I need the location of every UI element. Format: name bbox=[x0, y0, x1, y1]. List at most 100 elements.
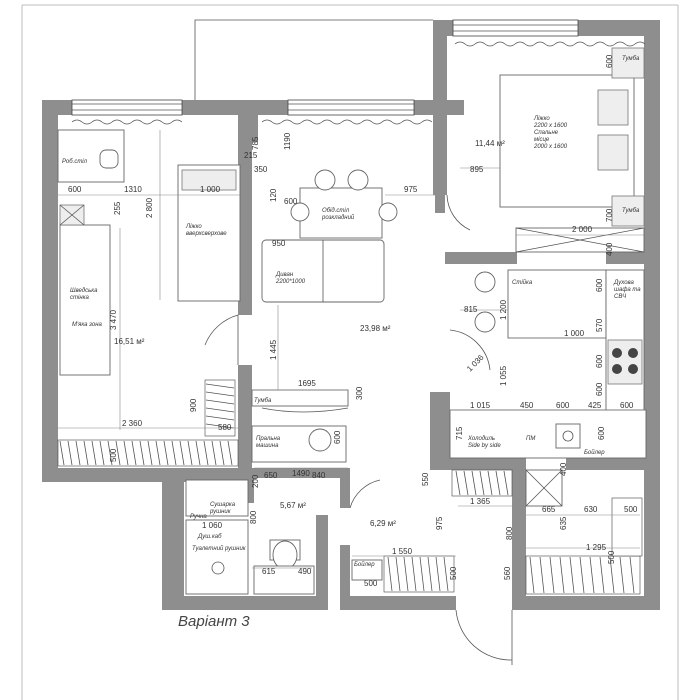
dimension-label: 840 bbox=[312, 471, 326, 480]
plan-caption: Варіант 3 bbox=[178, 613, 250, 630]
bedroom-furniture bbox=[499, 47, 645, 253]
dimension-label: 1 015 bbox=[470, 401, 491, 410]
bathroom-furniture bbox=[185, 425, 563, 595]
curtains bbox=[71, 41, 646, 125]
dimension-label: 490 bbox=[298, 567, 312, 576]
dimension-label: 975 bbox=[435, 516, 444, 530]
dimension-label: 2 000 bbox=[572, 225, 593, 234]
dimension-label: 2 360 bbox=[122, 419, 143, 428]
label-dishwasher: ПМ bbox=[526, 436, 535, 442]
dimension-label: 2 800 bbox=[145, 197, 154, 218]
label-soft-zone: М'яка зона bbox=[72, 322, 103, 328]
dimension-label: 1 365 bbox=[470, 497, 491, 506]
dimension-label: 630 bbox=[584, 505, 598, 514]
dimension-label: 715 bbox=[455, 426, 464, 440]
dimension-label: 215 bbox=[244, 151, 258, 160]
dimension-lines bbox=[58, 130, 646, 569]
dimension-label: 1 060 bbox=[202, 521, 223, 530]
dimension-label: 560 bbox=[503, 566, 512, 580]
dimension-label: 400 bbox=[605, 242, 614, 256]
dimension-label: 500 bbox=[624, 505, 638, 514]
dimension-label: 900 bbox=[189, 398, 198, 412]
boiler-box bbox=[351, 559, 383, 581]
dimension-label: 570 bbox=[595, 318, 604, 332]
dimension-label: 895 bbox=[470, 165, 484, 174]
dimension-label: 975 bbox=[404, 185, 418, 194]
dimension-label: 800 bbox=[505, 526, 514, 540]
dimension-label: 1 000 bbox=[564, 329, 585, 338]
area-hall: 6,29 м² bbox=[370, 519, 396, 528]
dimension-label: 350 bbox=[254, 165, 268, 174]
dimension-label: 1 000 bbox=[200, 185, 221, 194]
dimension-label: 255 bbox=[113, 201, 122, 215]
dimension-label: 600 bbox=[605, 54, 614, 68]
kids-room-furniture bbox=[57, 129, 241, 376]
dimension-label: 1 200 bbox=[499, 299, 508, 320]
dimension-label: 800 bbox=[249, 510, 258, 524]
living-furniture bbox=[251, 169, 398, 413]
dimension-label: 1 036 bbox=[465, 353, 486, 374]
label-boiler-kitchen: Бойлер bbox=[584, 449, 605, 456]
label-ruchna: Ручна bbox=[190, 514, 207, 520]
tumba-top bbox=[611, 47, 645, 79]
dimension-label: 600 bbox=[595, 278, 604, 292]
dimension-label: 300 bbox=[355, 386, 364, 400]
dimension-label: 635 bbox=[559, 516, 568, 530]
shower bbox=[185, 519, 249, 595]
dimension-label: 1 550 bbox=[392, 547, 413, 556]
dimension-label: 500 bbox=[449, 566, 458, 580]
dimension-label: 200 bbox=[251, 474, 260, 488]
dimension-label: 700 bbox=[605, 208, 614, 222]
windows bbox=[71, 19, 579, 116]
dimension-label: 500 bbox=[109, 448, 118, 462]
dimension-label: 1190 bbox=[283, 132, 292, 150]
walls bbox=[42, 20, 660, 610]
label-tumba-top: Тумба bbox=[622, 56, 640, 62]
label-shower: Душ.каб bbox=[197, 534, 222, 540]
radiators bbox=[57, 379, 643, 595]
desk-chair bbox=[99, 149, 119, 169]
dimension-label: 600 bbox=[556, 401, 570, 410]
dimension-label: 500 bbox=[607, 550, 616, 564]
dimension-label: 580 bbox=[218, 423, 232, 432]
kitchen-furniture bbox=[449, 269, 647, 459]
dimension-label: 950 bbox=[272, 239, 286, 248]
dimension-label: 600 bbox=[595, 382, 604, 396]
area-bedroom: 11,44 м² bbox=[475, 139, 505, 148]
dimension-label: 450 bbox=[520, 401, 534, 410]
dimension-label: 400 bbox=[559, 462, 568, 476]
dimension-label: 600 bbox=[68, 185, 82, 194]
dimension-label: 1695 bbox=[298, 379, 316, 388]
dimension-label: 1310 bbox=[124, 185, 142, 194]
dimension-label: 600 bbox=[597, 426, 606, 440]
toilet bbox=[272, 540, 298, 570]
dimension-label: 785 bbox=[251, 136, 260, 150]
dimension-label: 815 bbox=[464, 305, 478, 314]
dimension-label: 550 bbox=[421, 472, 430, 486]
dimension-label: 600 bbox=[595, 354, 604, 368]
dimension-label: 600 bbox=[620, 401, 634, 410]
dimension-label: 615 bbox=[262, 567, 276, 576]
dimension-label: 425 bbox=[588, 401, 602, 410]
kitchen-base bbox=[449, 409, 647, 459]
dimension-label: 1 295 bbox=[586, 543, 607, 552]
label-tumba-living: Тумба bbox=[254, 398, 272, 404]
label-desk: Роб.стіл bbox=[62, 159, 88, 165]
label-tumba-bottom: Тумба bbox=[622, 208, 640, 214]
tumba-bottom bbox=[611, 195, 645, 227]
area-living-kitchen: 23,98 м² bbox=[360, 324, 391, 333]
soft-zone-sofa bbox=[59, 224, 111, 376]
area-bathroom: 5,67 м² bbox=[280, 501, 306, 510]
area-kids-room: 16,51 м² bbox=[114, 337, 145, 346]
dimension-label: 500 bbox=[364, 579, 378, 588]
doors bbox=[204, 194, 513, 665]
